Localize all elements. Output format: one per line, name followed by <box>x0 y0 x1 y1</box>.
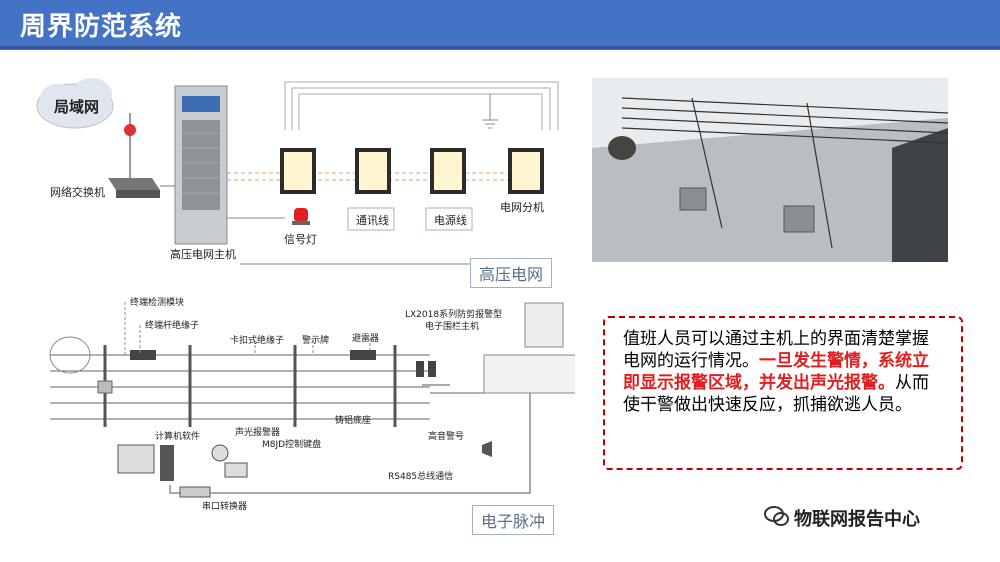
electronic-pulse-svg: 终端检测模块 终端杆绝缘子 卡扣式绝缘子 警示牌 避雷器 LX2018系列防剪报… <box>49 296 577 512</box>
high-voltage-caption: 高压电网 <box>470 258 553 288</box>
switch-label: 网络交换机 <box>50 185 105 199</box>
description-text: 值班人员可以通过主机上的界面清楚掌握电网的运行情况。一旦发生警情，系统立即显示报… <box>623 328 945 416</box>
cloud-label: 局域网 <box>53 98 99 116</box>
computer-icon <box>117 444 174 481</box>
branch-box-2 <box>355 148 391 194</box>
host-label-line2: 电子围栏主机 <box>425 320 479 332</box>
software-label: 计算机软件 <box>155 430 200 442</box>
high-voltage-diagram: 局域网 网络交换机 高压电网主机 信号灯 <box>30 68 575 290</box>
alarm-label: 声光报警器 <box>235 426 280 438</box>
end-module-label: 终端检测模块 <box>130 296 184 308</box>
title-underline <box>0 46 1000 49</box>
keypad-label: M8JD控制键盘 <box>262 438 321 450</box>
arrester-icon <box>416 361 450 386</box>
rs485-bus <box>169 393 531 494</box>
host-cabinet-icon <box>174 85 228 245</box>
converter-label: 串口转换器 <box>202 500 247 512</box>
end-module-icon <box>49 336 113 394</box>
horn-label: 高音警号 <box>428 430 464 442</box>
branch-label: 电网分机 <box>500 200 544 214</box>
rs485-label: RS485总线通信 <box>388 470 453 482</box>
branch-box-4 <box>508 148 544 194</box>
switch-icon <box>108 178 160 198</box>
warning-sign-icon-1 <box>130 350 156 360</box>
host-label-line1: LX2018系列防剪报警型 <box>405 308 502 320</box>
description-alarm-part: 一旦发生警情，系统立即显示报警区域，并发出声光报警。 <box>623 351 929 393</box>
signal-label: 信号灯 <box>284 233 317 246</box>
converter-icon <box>179 486 211 498</box>
warning-sign-label: 警示牌 <box>302 334 329 346</box>
comm-label: 通讯线 <box>356 213 389 227</box>
power-label-box <box>425 207 473 231</box>
title-bar: 周界防范系统 <box>0 0 1000 50</box>
alarm-icon <box>211 444 229 462</box>
comm-label-box <box>347 207 395 231</box>
arrester-label: 避雷器 <box>352 332 379 344</box>
description-part-1: 值班人员可以通过主机上的界面清楚掌握电网的运行情况。 <box>623 329 929 371</box>
keypad-icon <box>224 462 248 478</box>
watermark: 物联网报告中心 <box>764 503 969 533</box>
break-icon <box>124 124 136 136</box>
base-label: 铸铝底座 <box>335 414 371 426</box>
power-label: 电源线 <box>434 213 467 227</box>
horn-icon <box>482 441 492 457</box>
host-label: 高压电网主机 <box>170 247 236 261</box>
pulse-host-icon <box>430 302 577 394</box>
fence-photo-svg <box>592 78 948 262</box>
signal-light-icon <box>292 208 310 225</box>
end-insulator-label: 终端杆绝缘子 <box>145 319 199 331</box>
leader-lines <box>124 302 371 355</box>
description-part-3: 从而使干警做出快速反应，抓捕欲逃人员。 <box>623 373 929 415</box>
electronic-pulse-caption: 电子脉冲 <box>472 505 555 535</box>
high-voltage-diagram-svg: 局域网 网络交换机 高压电网主机 信号灯 <box>36 78 559 265</box>
wechat-icon <box>764 506 789 526</box>
branch-box-3 <box>430 148 466 194</box>
electronic-pulse-diagram: 终端检测模块 终端杆绝缘子 卡扣式绝缘子 警示牌 避雷器 LX2018系列防剪报… <box>30 295 577 535</box>
clip-insulator-label: 卡扣式绝缘子 <box>230 334 284 346</box>
page-title: 周界防范系统 <box>20 12 183 42</box>
watermark-text: 物联网报告中心 <box>794 509 920 530</box>
fence-photo <box>592 78 948 262</box>
cloud-icon <box>36 78 114 129</box>
warning-sign-icon-2 <box>350 350 376 360</box>
branch-box-1 <box>280 148 316 194</box>
description-box: 值班人员可以通过主机上的界面清楚掌握电网的运行情况。一旦发生警情，系统立即显示报… <box>603 316 963 470</box>
